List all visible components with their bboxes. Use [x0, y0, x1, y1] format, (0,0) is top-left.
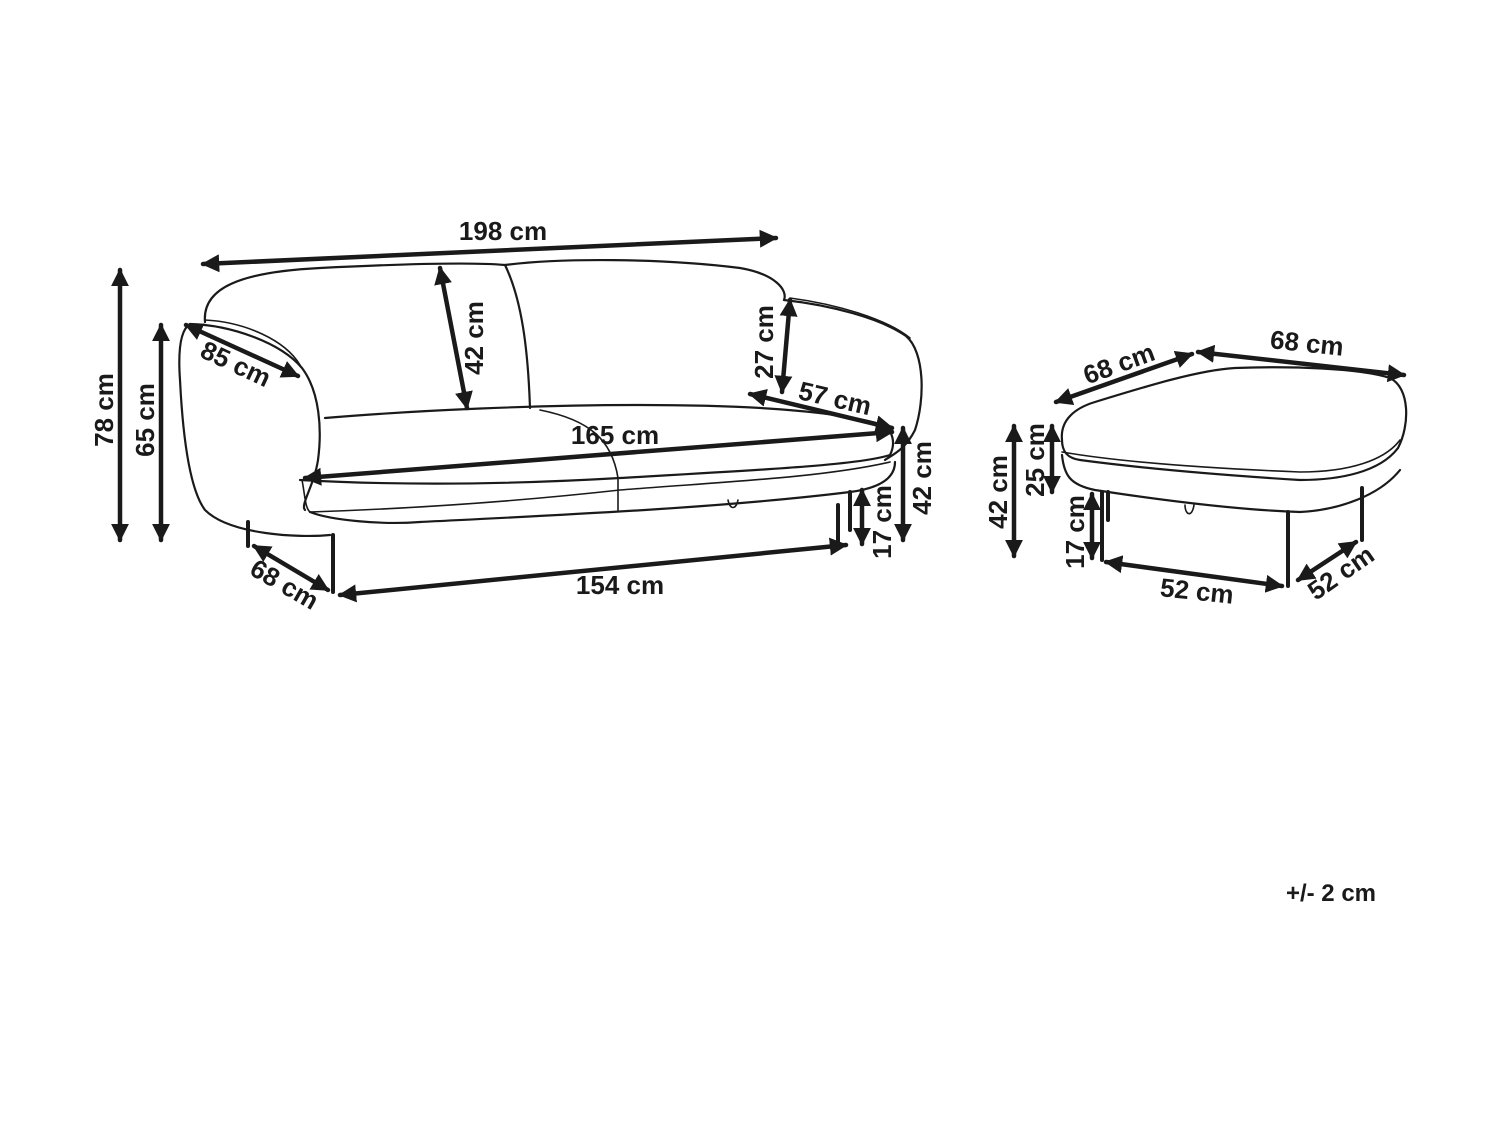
sofa-seat-height-label: 42 cm	[907, 441, 937, 515]
ottoman-dim-leg-span-width: 52 cm	[1103, 555, 1285, 610]
sofa-seat-width-label: 165 cm	[571, 420, 659, 450]
ottoman-leg-height-label: 17 cm	[1060, 495, 1090, 569]
sofa-armrest-height-label: 65 cm	[130, 383, 160, 457]
ottoman-dim-leg-height: 17 cm	[1060, 491, 1101, 569]
ottoman-base	[1060, 453, 1402, 514]
sofa-dim-leg-span: 154 cm	[337, 537, 849, 603]
ottoman-depth-label: 68 cm	[1079, 337, 1159, 390]
sofa-armrest-depth-label: 85 cm	[196, 335, 276, 393]
ottoman-dim-leg-span-depth: 52 cm	[1295, 539, 1380, 606]
sofa-total-height-label: 78 cm	[89, 373, 119, 447]
sofa-dim-armrest-height: 65 cm	[130, 322, 170, 543]
sofa-leg-height-label: 17 cm	[867, 485, 897, 559]
ottoman-cushion-height-label: 25 cm	[1020, 423, 1050, 497]
ottoman-dim-total-height: 42 cm	[983, 423, 1023, 559]
sofa-dim-width: 198 cm	[200, 216, 779, 273]
sofa-armrest-above-seat-label: 27 cm	[749, 305, 779, 379]
sofa-dim-backrest-height: 42 cm	[434, 265, 489, 411]
sofa-backrest-right	[503, 258, 786, 302]
ottoman-dim-cushion-height: 25 cm	[1020, 423, 1061, 497]
sofa-dim-seat-width: 165 cm	[302, 420, 895, 486]
ottoman-leg-span-depth-label: 52 cm	[1302, 539, 1380, 606]
sofa-dim-armrest-depth: 85 cm	[183, 322, 301, 393]
ottoman-total-height-label: 42 cm	[983, 455, 1013, 529]
sofa-base	[308, 460, 897, 524]
sofa-dim-leg-height: 17 cm	[853, 485, 897, 559]
sofa-left-armrest	[178, 322, 332, 538]
ottoman-width-label: 68 cm	[1269, 324, 1345, 362]
tolerance-note: +/- 2 cm	[1286, 880, 1376, 907]
sofa-dim-seat-depth: 57 cm	[747, 375, 895, 433]
sofa-drawing	[178, 258, 923, 594]
ottoman-leg-span-width-label: 52 cm	[1159, 572, 1235, 610]
sofa-dim-total-height: 78 cm	[89, 267, 129, 543]
sofa-dim-leg-depth: 68 cm	[245, 543, 331, 616]
sofa-width-label: 198 cm	[459, 216, 547, 246]
sofa-dim-seat-height: 42 cm	[894, 425, 937, 543]
sofa-backrest-height-label: 42 cm	[459, 301, 489, 375]
ottoman-top	[1060, 366, 1408, 482]
sofa-leg-span-label: 154 cm	[576, 570, 664, 600]
sofa-dim-armrest-above-seat: 27 cm	[749, 297, 798, 395]
